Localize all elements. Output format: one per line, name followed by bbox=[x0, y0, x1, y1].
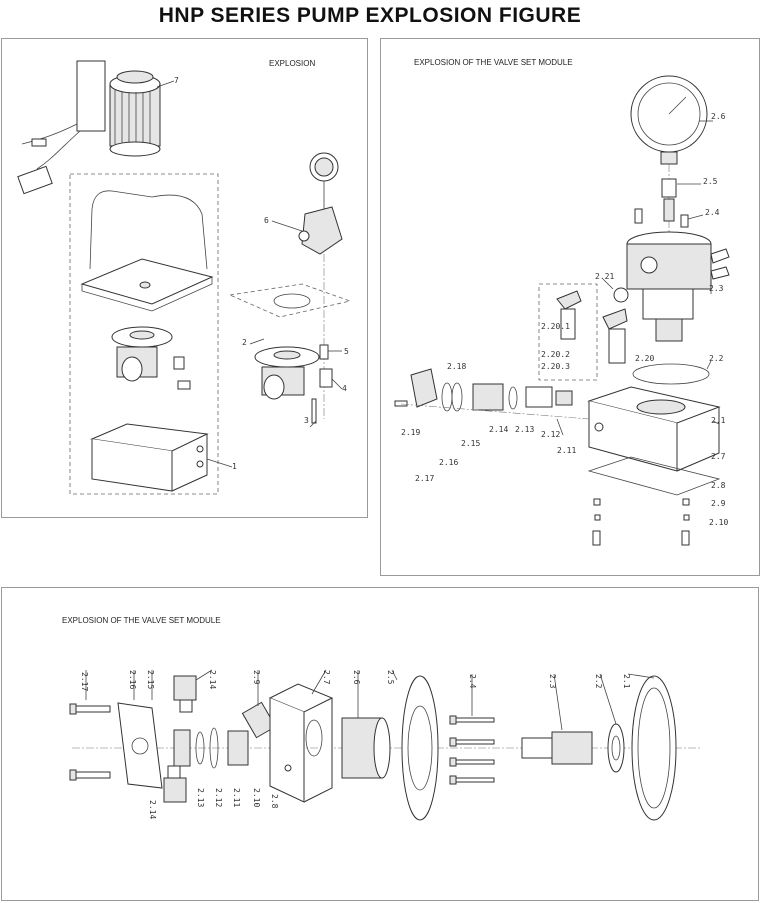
part-label-2-10: 2.10 bbox=[709, 518, 728, 527]
gasket-plate-part bbox=[228, 283, 352, 318]
part-label-2-16: 2.16 bbox=[439, 458, 458, 467]
valve-module-top-drawing: 2.6 2.5 2.4 2.21 2.3 2.20.1 2.20.2 2.20.… bbox=[394, 75, 730, 546]
part-label-b-2-16: 2.16 bbox=[128, 670, 137, 689]
part-label-b-2-13: 2.13 bbox=[196, 788, 205, 807]
explosion-panel-title: EXPLOSION bbox=[269, 59, 316, 68]
explosion-panel: EXPLOSION bbox=[1, 38, 368, 518]
valve-module-bottom-title: EXPLOSION OF THE VALVE SET MODULE bbox=[62, 616, 221, 625]
part-label-2: 2 bbox=[242, 338, 247, 347]
part-label-b-2-5: 2.5 bbox=[386, 670, 395, 685]
part-label-b-2-14: 2.14 bbox=[208, 670, 217, 689]
part-label-4: 4 bbox=[342, 384, 347, 393]
part-label-b-2-9: 2.9 bbox=[252, 670, 261, 685]
pump-unit-part bbox=[254, 344, 333, 424]
valve-module-bottom-drawing: 2.17 2.16 2.15 2.14 2.9 2.7 2.6 2.5 2.4 … bbox=[69, 669, 702, 821]
valve-block-part bbox=[587, 386, 721, 472]
part-label-2-20-2: 2.20.2 bbox=[541, 350, 570, 359]
valve-module-bottom-panel: EXPLOSION OF THE VALVE SET MODULE bbox=[1, 587, 759, 901]
part-label-b-2-7: 2.7 bbox=[322, 670, 331, 685]
explosion-drawing: 7 6 5 4 3 2 1 bbox=[17, 60, 352, 495]
part-label-3: 3 bbox=[304, 416, 309, 425]
tank-part bbox=[90, 423, 209, 492]
part-label-5: 5 bbox=[344, 347, 349, 356]
page-title: HNP SERIES PUMP EXPLOSION FIGURE bbox=[158, 4, 582, 27]
part-label-b-2-17: 2.17 bbox=[80, 672, 89, 691]
part-label-2-4: 2.4 bbox=[705, 208, 720, 217]
valve-cartridge-box bbox=[538, 283, 598, 381]
part-label-b-2-6: 2.6 bbox=[352, 670, 361, 685]
part-label-2-2: 2.2 bbox=[709, 354, 724, 363]
part-label-2-9: 2.9 bbox=[711, 499, 726, 508]
part-label-2-11: 2.11 bbox=[557, 446, 576, 455]
part-label-2-12: 2.12 bbox=[541, 430, 560, 439]
part-label-b-2-8: 2.8 bbox=[270, 794, 279, 809]
part-label-b-2-11: 2.11 bbox=[232, 788, 241, 807]
part-label-2-1: 2.1 bbox=[711, 416, 726, 425]
valve-module-top-panel: EXPLOSION OF THE VALVE SET MODULE bbox=[380, 38, 760, 576]
part-label-b-2-3: 2.3 bbox=[548, 674, 557, 689]
motor-part bbox=[17, 60, 161, 195]
part-label-2-15: 2.15 bbox=[461, 439, 480, 448]
part-label-b-2-15: 2.15 bbox=[146, 670, 155, 689]
part-label-2-20-1: 2.20.1 bbox=[541, 322, 570, 331]
part-label-2-14: 2.14 bbox=[489, 425, 508, 434]
part-label-b-2-12: 2.12 bbox=[214, 788, 223, 807]
part-label-2-20: 2.20 bbox=[635, 354, 654, 363]
frame-cage-part bbox=[80, 190, 214, 312]
pressure-gauge-part bbox=[630, 75, 708, 165]
part-label-2-21: 2.21 bbox=[595, 272, 614, 281]
gauge-valve-part bbox=[298, 152, 343, 419]
valve-module-top-title: EXPLOSION OF THE VALVE SET MODULE bbox=[414, 58, 573, 67]
part-label-1: 1 bbox=[232, 462, 237, 471]
part-label-2-19: 2.19 bbox=[401, 428, 420, 437]
part-label-b-2-1: 2.1 bbox=[622, 674, 631, 689]
part-label-2-18: 2.18 bbox=[447, 362, 466, 371]
part-label-b-2-10: 2.10 bbox=[252, 788, 261, 807]
part-label-2-7: 2.7 bbox=[711, 452, 726, 461]
part-label-2-6: 2.6 bbox=[711, 112, 726, 121]
part-label-2-8: 2.8 bbox=[711, 481, 726, 490]
part-label-b-2-14-lower: 2.14 bbox=[148, 800, 157, 819]
part-label-b-2-4: 2.4 bbox=[468, 674, 477, 689]
assembly-frame bbox=[69, 173, 219, 495]
part-label-6: 6 bbox=[264, 216, 269, 225]
part-label-2-13: 2.13 bbox=[515, 425, 534, 434]
valve-body-part bbox=[626, 231, 730, 342]
part-label-2-17: 2.17 bbox=[415, 474, 434, 483]
part-label-2-3: 2.3 bbox=[709, 284, 724, 293]
part-label-2-5: 2.5 bbox=[703, 177, 718, 186]
part-label-b-2-2: 2.2 bbox=[594, 674, 603, 689]
part-label-2-20-3: 2.20.3 bbox=[541, 362, 570, 371]
pump-head-part bbox=[111, 326, 191, 390]
fitting-part bbox=[661, 178, 677, 198]
part-label-7: 7 bbox=[174, 76, 179, 85]
